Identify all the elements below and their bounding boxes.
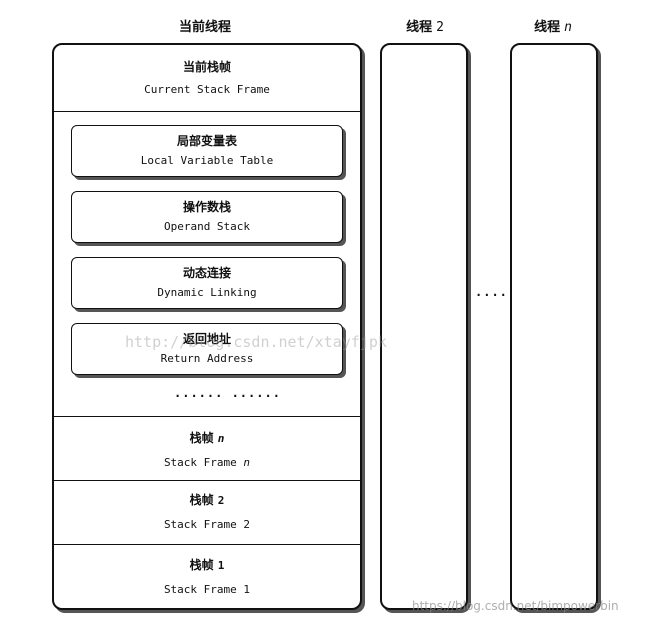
local-variable-table-en: Local Variable Table [140, 154, 274, 167]
local-variable-table-zh: 局部变量表 [176, 134, 237, 148]
stack-frame-2-zh: 栈帧 [189, 493, 214, 507]
return-address-en: Return Address [160, 352, 254, 365]
thread-n-number: n [564, 20, 572, 35]
stack-frame-2: 栈帧 2 Stack Frame 2 [54, 480, 360, 545]
stack-frame-2-en-number: 2 [243, 518, 251, 531]
return-address-zh: 返回地址 [182, 332, 231, 346]
stack-frame-n-en: Stack Frame [163, 456, 237, 469]
dynamic-linking-box: 动态连接 Dynamic Linking [71, 257, 343, 309]
current-stack-frame-body: 局部变量表 Local Variable Table 操作数栈 Operand … [54, 111, 360, 417]
thread-2-label: 线程 [406, 20, 433, 35]
operand-stack-box: 操作数栈 Operand Stack [71, 191, 343, 243]
stack-frame-2-number: 2 [217, 494, 225, 507]
thread-n-label: 线程 [534, 20, 561, 35]
stack-frame-n: 栈帧 n Stack Frame n [54, 416, 360, 481]
thread-n-box [510, 43, 598, 610]
stack-frame-n-number: n [217, 432, 225, 445]
stack-frame-n-zh: 栈帧 [189, 431, 214, 445]
stack-frame-1-number: 1 [217, 559, 225, 572]
inner-ellipsis: ...... ...... [174, 386, 281, 400]
stack-frame-1-en-number: 1 [243, 583, 251, 596]
stack-frame-1-zh: 栈帧 [189, 558, 214, 572]
stack-frame-1: 栈帧 1 Stack Frame 1 [54, 544, 360, 607]
return-address-box: 返回地址 Return Address [71, 323, 343, 375]
stack-frame-2-en: Stack Frame [163, 518, 237, 531]
operand-stack-en: Operand Stack [163, 220, 251, 233]
current-stack-frame-title: 当前栈帧 Current Stack Frame [54, 45, 360, 111]
current-thread-label: 当前线程 [178, 20, 231, 35]
local-variable-table-box: 局部变量表 Local Variable Table [71, 125, 343, 177]
thread-2-box [380, 43, 468, 610]
current-stack-frame-en: Current Stack Frame [144, 83, 270, 96]
operand-stack-zh: 操作数栈 [182, 200, 231, 214]
stack-frame-n-en-number: n [243, 456, 251, 469]
current-thread-header: 当前线程 [150, 16, 260, 35]
thread-2-number: 2 [436, 20, 444, 35]
dynamic-linking-en: Dynamic Linking [157, 286, 257, 299]
stack-frame-1-en: Stack Frame [163, 583, 237, 596]
current-stack-frame-zh: 当前栈帧 [182, 60, 231, 74]
dynamic-linking-zh: 动态连接 [182, 266, 231, 280]
current-thread-box: 当前栈帧 Current Stack Frame 局部变量表 Local Var… [52, 43, 362, 610]
